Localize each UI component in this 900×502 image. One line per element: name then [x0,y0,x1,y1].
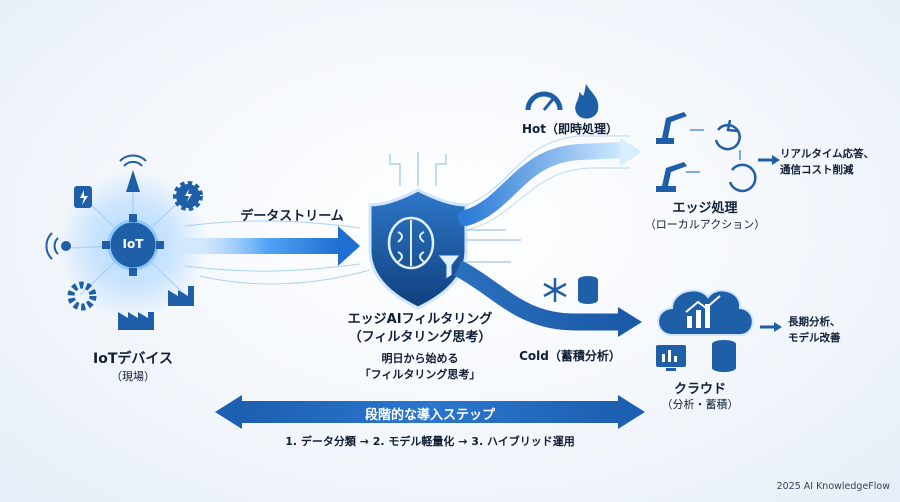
cold-label: Cold（蓄積分析） [519,349,621,363]
iot-device-cluster [58,170,208,320]
database-icon [578,276,598,304]
factory-icon [118,312,154,330]
cloud-title: クラウド [673,382,726,397]
signal-tower-icon [119,154,147,192]
monitor-icon [656,345,686,371]
edge-flow-arrows [686,129,741,173]
edge-ai-filter-shield [368,188,468,310]
sync-icon [714,119,741,151]
filter-title-line2: （フィルタリング思考） [348,330,492,345]
gear-icon [173,181,203,211]
cold-path-arrow [453,260,642,337]
factory-icon [168,286,194,306]
iot-subtitle: （現場） [111,370,155,383]
cloud-icon [657,289,754,336]
gauge-icon [525,91,563,111]
filter-title-line1: エッジAIフィルタリング [347,312,493,327]
edge-title: エッジ処理 [672,201,738,216]
edge-result-line2: 通信コスト削減 [780,164,854,176]
edge-result-line1: リアルタイム応答、 [780,148,875,160]
filter-note-line1: 明日から始める [381,352,459,365]
circuit-lines [389,152,521,263]
device-icon [74,186,92,208]
steps-bar [215,395,645,429]
iot-hub-label: IoT [122,237,144,251]
result-arrow [760,322,782,332]
cloud-result-line1: 長期分析、 [788,316,841,328]
antenna-icon [45,232,71,260]
cloud-result-line2: モデル改善 [788,332,841,344]
flame-icon [575,84,599,119]
steps-sequence: 1. データ分類 → 2. モデル軽量化 → 3. ハイブリッド運用 [285,435,575,448]
filter-note-line2: 「フィルタリング思考」 [359,368,481,381]
steps-title: 段階的な導入ステップ [364,408,495,423]
robot-arm-icon [656,112,687,144]
footer-credit: 2025 AI KnowledgeFlow [776,481,890,492]
hot-path-arrow [458,135,642,231]
database-icon [712,340,736,372]
hot-label: Hot（即時処理） [521,122,619,136]
edge-subtitle: （ローカルアクション） [644,218,766,231]
snowflake-icon [543,278,567,302]
cloud-subtitle: （分析・蓄積） [661,398,739,411]
data-stream-arrow [180,220,371,285]
result-arrow [758,155,780,165]
sync-icon [728,163,757,193]
iot-title: IoTデバイス [93,351,173,367]
robot-arm-icon [656,162,687,192]
stream-label: データストリーム [240,209,344,224]
gear-icon [67,281,97,311]
